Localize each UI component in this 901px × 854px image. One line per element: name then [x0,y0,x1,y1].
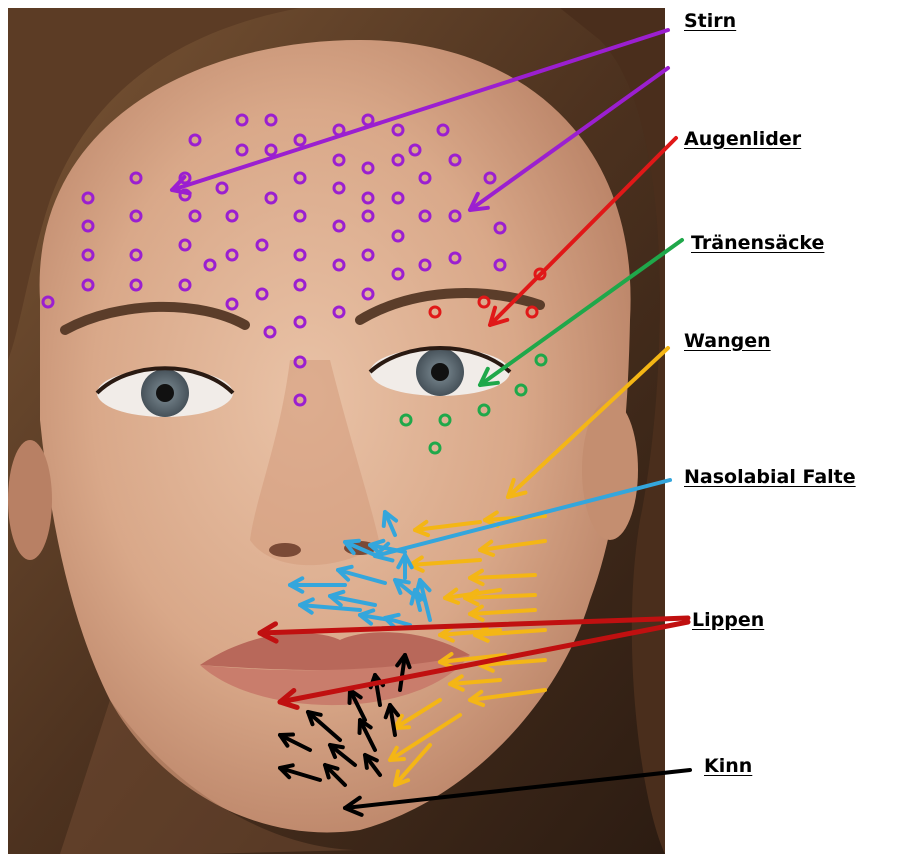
label-lippen: Lippen [692,609,764,631]
label-nasolabial: Nasolabial Falte [684,466,856,488]
label-traenensaecke: Tränensäcke [691,232,824,254]
label-stirn: Stirn [684,10,736,32]
label-kinn: Kinn [704,755,752,777]
label-wangen: Wangen [684,330,771,352]
label-augenlider: Augenlider [684,128,801,150]
